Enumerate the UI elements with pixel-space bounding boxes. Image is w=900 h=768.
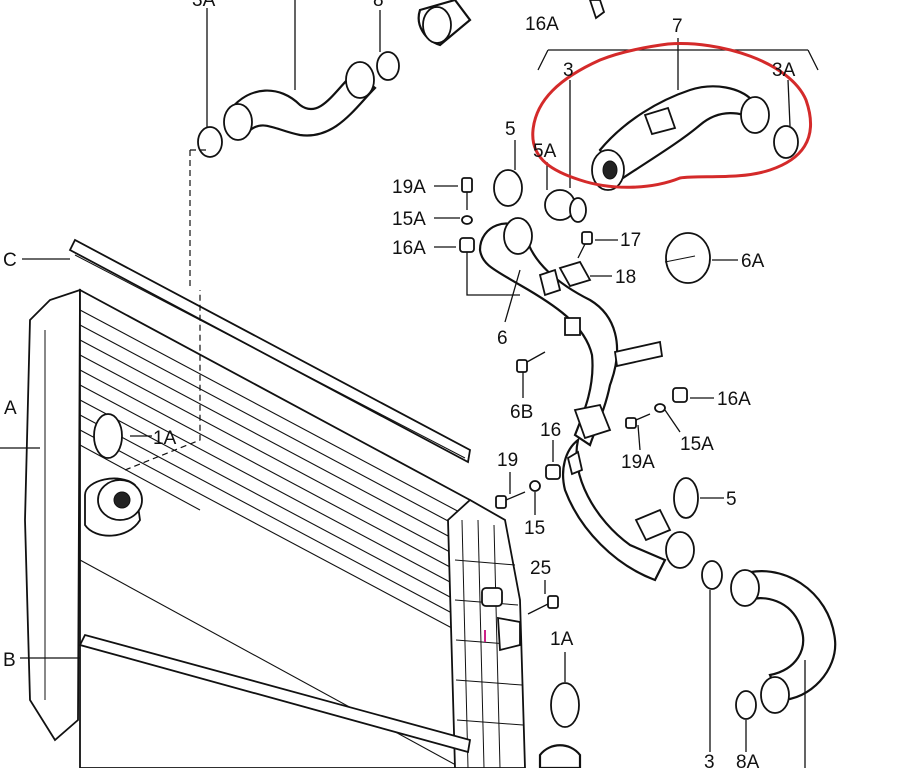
intercooler bbox=[24, 238, 526, 768]
label-1a-left: 1A bbox=[153, 428, 177, 449]
label-8-top: 8 bbox=[373, 0, 384, 11]
label-15: 15 bbox=[524, 518, 545, 539]
label-3a-right: 3A bbox=[772, 60, 796, 81]
label-15a-right: 15A bbox=[680, 434, 714, 455]
label-16a-left: 16A bbox=[392, 238, 426, 259]
label-5-right: 5 bbox=[726, 489, 737, 510]
label-19a-right: 19A bbox=[621, 452, 655, 473]
label-3a-top: 3A bbox=[192, 0, 216, 11]
dashed-guides bbox=[124, 149, 210, 471]
pipe-6 bbox=[478, 217, 664, 447]
label-c: C bbox=[3, 250, 17, 271]
label-3: 3 bbox=[563, 60, 574, 81]
label-3-bottom: 3 bbox=[704, 752, 715, 768]
label-5-top: 5 bbox=[505, 119, 516, 140]
label-6: 6 bbox=[497, 328, 508, 349]
hose-7 bbox=[591, 85, 799, 191]
labels: 3A 8 16A 7 3 3A 5 5A 19A 15A 16A C 17 18… bbox=[3, 0, 796, 768]
label-18: 18 bbox=[615, 267, 636, 288]
label-b: B bbox=[3, 650, 16, 671]
leader-lines bbox=[0, 0, 819, 768]
label-6b: 6B bbox=[510, 402, 533, 423]
core-fins bbox=[79, 309, 466, 768]
label-16a-top: 16A bbox=[525, 14, 559, 35]
label-25: 25 bbox=[530, 558, 551, 579]
label-5a: 5A bbox=[533, 141, 557, 162]
label-19a-left: 19A bbox=[392, 177, 426, 198]
hose-lower-right bbox=[538, 569, 837, 768]
label-16: 16 bbox=[540, 420, 561, 441]
hose-upper-left bbox=[197, 0, 606, 158]
label-16a-right: 16A bbox=[717, 389, 751, 410]
label-6a: 6A bbox=[741, 251, 765, 272]
label-17: 17 bbox=[620, 230, 641, 251]
hardware bbox=[93, 169, 711, 728]
label-1a-bottom: 1A bbox=[550, 629, 574, 650]
label-15a-left: 15A bbox=[392, 209, 426, 230]
label-8a: 8A bbox=[736, 752, 760, 768]
highlight-circle-7 bbox=[531, 42, 812, 189]
label-7: 7 bbox=[672, 16, 683, 37]
label-a: A bbox=[4, 398, 17, 419]
label-19: 19 bbox=[497, 450, 518, 471]
